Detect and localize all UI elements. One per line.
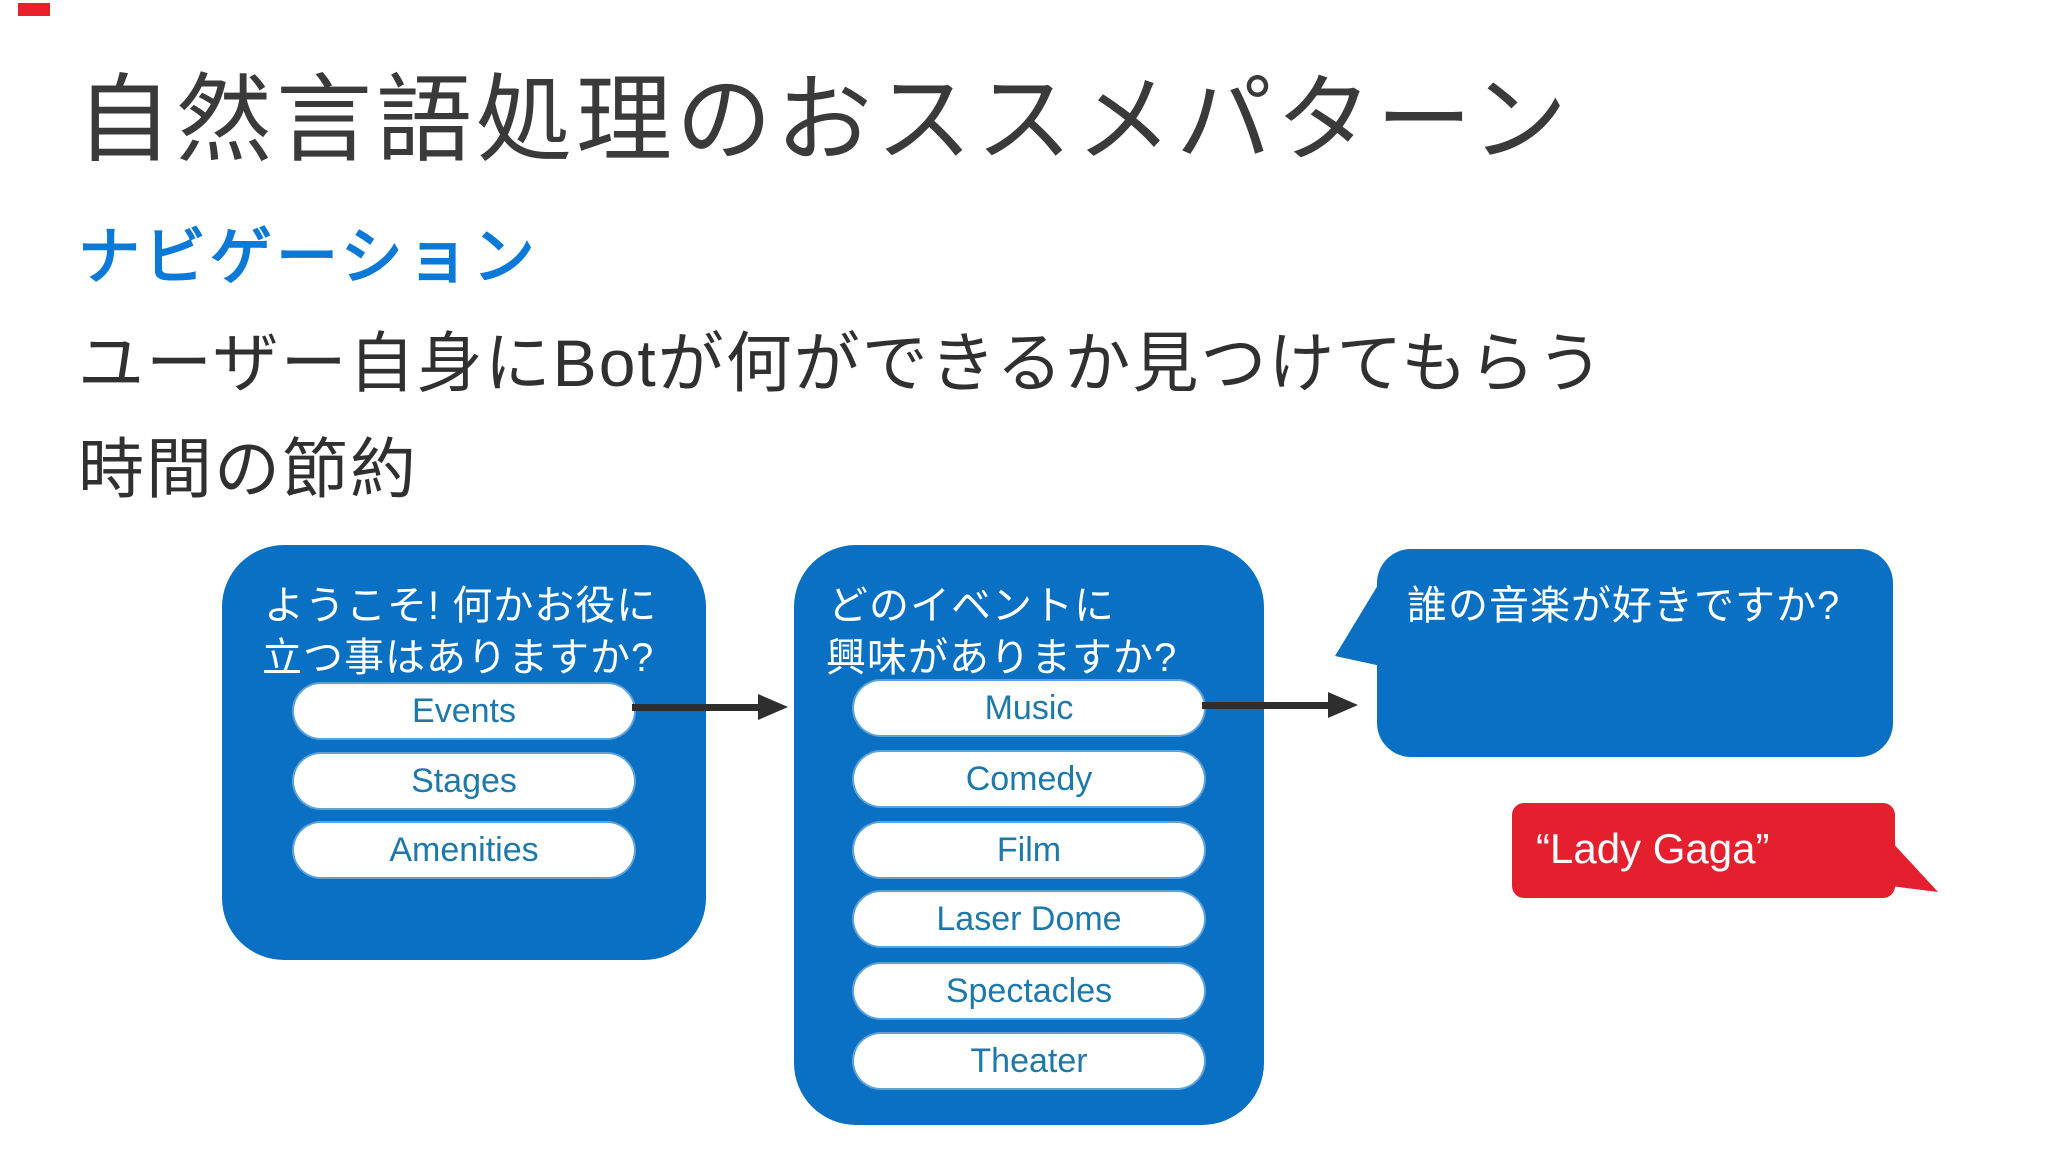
event-question-line-2: 興味がありますか? [826, 636, 1178, 680]
event-question-line-1: どのイベントに [828, 584, 1115, 628]
chat-bubble-music-question: 誰の音楽が好きですか? [1377, 549, 1893, 757]
option-button-spectacles: Spectacles [854, 964, 1204, 1018]
option-button-comedy: Comedy [854, 752, 1204, 806]
red-bubble-tail [1890, 840, 1938, 892]
option-button-theater: Theater [854, 1034, 1204, 1088]
user-reply-text: “Lady Gaga” [1536, 825, 1770, 872]
option-button-amenities: Amenities [294, 823, 634, 877]
body-text-line-1: ユーザー自身にBotが何ができるか見つけてもらう [78, 326, 1606, 400]
body-text-line-2: 時間の節約 [78, 432, 418, 506]
red-corner-mark [18, 3, 50, 16]
option-button-events: Events [294, 684, 634, 738]
chat-bubble-user-reply: “Lady Gaga” [1512, 803, 1895, 898]
flow-arrow-2-head-icon [1328, 692, 1358, 718]
flow-arrow-2-line [1202, 702, 1328, 709]
music-question-text: 誰の音楽が好きですか? [1407, 584, 1841, 628]
option-button-stages: Stages [294, 754, 634, 808]
option-button-laser-dome: Laser Dome [854, 892, 1204, 946]
chat-bubble-welcome: ようこそ! 何かお役に 立つ事はありますか? Events Stages Ame… [222, 545, 706, 960]
slide-title: 自然言語処理のおススメパターン [76, 67, 1572, 174]
blue-bubble-tail [1335, 580, 1381, 666]
welcome-question-line-1: ようこそ! 何かお役に [264, 584, 658, 628]
flow-arrow-1-line [632, 704, 758, 711]
slide-subtitle: ナビゲーション [78, 223, 539, 292]
option-button-music: Music [854, 681, 1204, 735]
welcome-question-line-2: 立つ事はありますか? [262, 636, 655, 680]
flow-arrow-1-head-icon [758, 694, 788, 720]
chat-bubble-event-interest: どのイベントに 興味がありますか? Music Comedy Film Lase… [794, 545, 1264, 1125]
option-button-film: Film [854, 823, 1204, 877]
